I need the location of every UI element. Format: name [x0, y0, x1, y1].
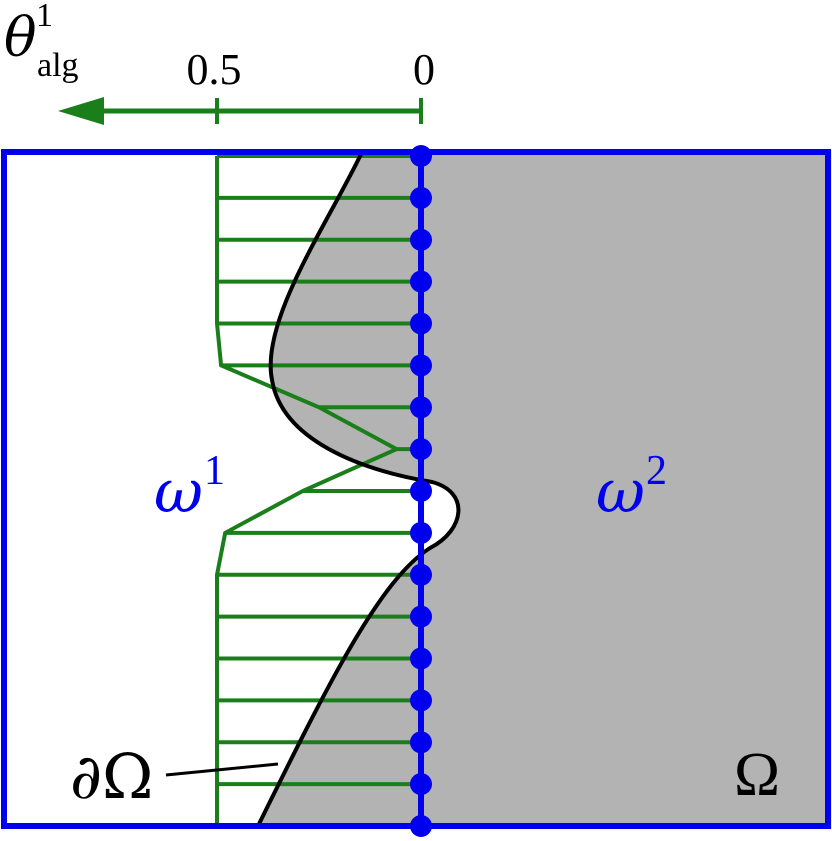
interface-node	[410, 186, 432, 209]
interface-node	[410, 521, 432, 544]
axis-symbol: θ 1 alg	[4, 0, 79, 84]
label-domain: Ω	[734, 741, 780, 809]
label-omega-1-base: ω	[154, 457, 203, 527]
tick-label-0.5: 0.5	[187, 45, 242, 94]
tick-label-0: 0	[413, 45, 435, 94]
interface-node	[410, 396, 432, 419]
axis-symbol-superscript: 1	[36, 0, 53, 34]
interface-node	[410, 605, 432, 628]
label-omega-1-sup: 1	[204, 448, 225, 494]
axis-symbol-theta: θ	[4, 6, 37, 69]
interface-node	[410, 689, 432, 712]
interface-node	[410, 354, 432, 377]
boundary-curve	[256, 151, 461, 827]
interface-node	[410, 480, 432, 502]
boundary-leader-line	[165, 762, 279, 777]
interface-node	[410, 438, 432, 461]
label-omega-1: ω 1	[154, 448, 225, 527]
interface-node	[410, 145, 432, 167]
interface-node	[410, 270, 432, 293]
label-omega-2: ω 2	[596, 448, 667, 527]
interface-node	[410, 773, 432, 796]
interface-node	[410, 815, 432, 837]
weight-axis: 0.5 0	[58, 45, 435, 125]
label-boundary: ∂Ω	[70, 740, 153, 813]
interface-nodes	[410, 145, 432, 837]
label-omega-2-base: ω	[596, 457, 645, 527]
axis-arrowhead	[58, 97, 104, 125]
interface-node	[410, 731, 432, 754]
label-omega-2-sup: 2	[646, 448, 667, 494]
interface-node	[410, 312, 432, 335]
interface-node	[410, 228, 432, 251]
interface-node	[410, 563, 432, 586]
interface-node	[410, 647, 432, 670]
weight-profile-line	[215, 156, 402, 826]
axis-symbol-subscript: alg	[37, 47, 79, 84]
